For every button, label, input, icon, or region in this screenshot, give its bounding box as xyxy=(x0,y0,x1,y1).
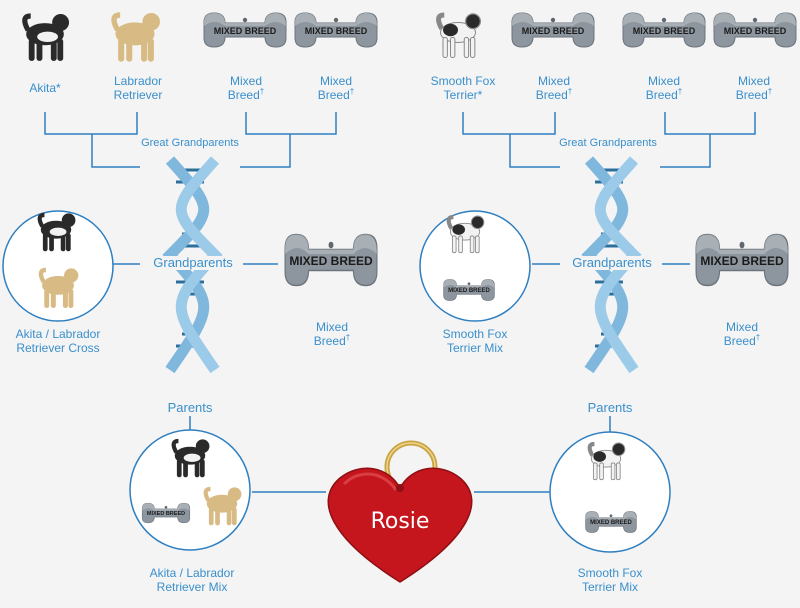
fox-terrier-dog-icon xyxy=(449,216,484,253)
tag-label: MIXED BREED xyxy=(724,26,787,36)
grandparents-heading: Grandparents xyxy=(562,256,662,270)
fox-terrier-dog-icon xyxy=(590,443,625,480)
connector-lines xyxy=(44,112,756,493)
grandparents-heading: Grandparents xyxy=(143,256,243,270)
tag-label: MIXED BREED xyxy=(289,254,373,268)
tag-label: MIXED BREED xyxy=(522,26,585,36)
dog-name: Rosie xyxy=(370,509,430,534)
labrador-dog-icon xyxy=(114,14,159,61)
dna-helix-right xyxy=(581,156,642,374)
tag-label: MIXED BREED xyxy=(448,288,490,294)
heart-tag-icon xyxy=(327,440,473,583)
akita-dog-icon xyxy=(40,214,75,251)
grandparent-circle-left xyxy=(2,210,114,322)
tag-label: MIXED BREED xyxy=(305,26,368,36)
akita-dog-icon xyxy=(174,440,209,477)
great-grandparents-heading: Great Grandparents xyxy=(559,137,657,149)
dna-helix-left xyxy=(162,156,223,374)
great-grandparents-heading: Great Grandparents xyxy=(141,137,239,149)
parents-heading: Parents xyxy=(167,400,213,415)
parent-circle-left xyxy=(129,429,251,551)
great-grandparent-label: Akita* xyxy=(29,81,61,95)
tag-label: MIXED BREED xyxy=(700,254,784,268)
fox-terrier-dog-icon xyxy=(439,14,481,58)
parent-circle-right xyxy=(549,431,671,553)
tag-label: MIXED BREED xyxy=(590,520,632,526)
tag-label: MIXED BREED xyxy=(147,511,185,517)
tag-label: MIXED BREED xyxy=(633,26,696,36)
akita-dog-icon xyxy=(25,15,69,61)
tag-label: MIXED BREED xyxy=(214,26,277,36)
parents-heading: Parents xyxy=(587,400,633,415)
